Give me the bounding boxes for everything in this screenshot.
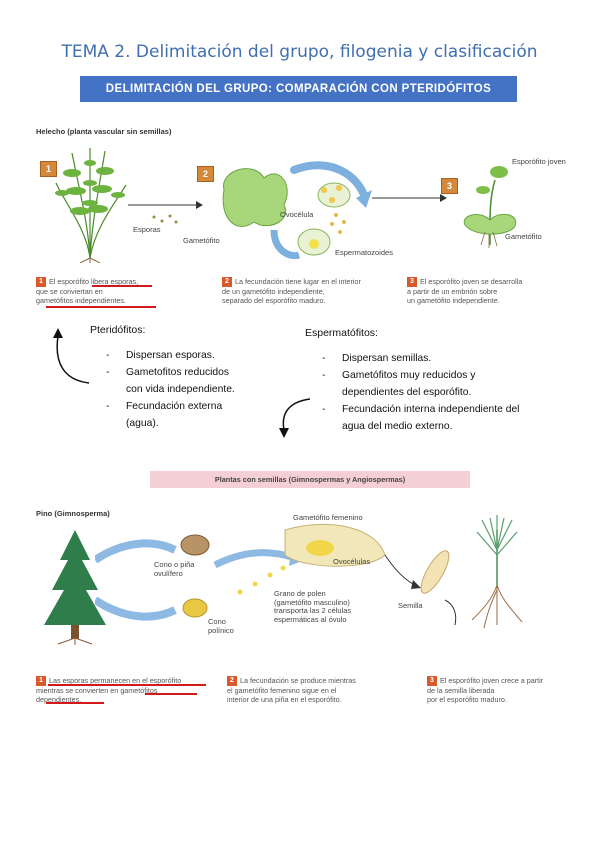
fern-arrow-2 bbox=[372, 194, 447, 202]
page-title: TEMA 2. Delimitación del grupo, filogeni… bbox=[61, 42, 538, 62]
caption-number-1: 1 bbox=[36, 676, 46, 686]
gametophyte-illustration bbox=[222, 161, 372, 260]
fern-arrow-1 bbox=[128, 201, 203, 209]
pteridofitos-list: Dispersan esporas. Gametofitos reducidos… bbox=[106, 347, 276, 432]
list-item: Fecundación interna independiente delagu… bbox=[322, 401, 582, 435]
label-esporofito-joven: Esporófito joven bbox=[512, 157, 566, 166]
underline-dependientes bbox=[46, 702, 104, 704]
fern-heading: Helecho (planta vascular sin semillas) bbox=[36, 127, 172, 136]
list-item: Fecundación externa(agua). bbox=[106, 398, 276, 432]
young-sporophyte-illustration bbox=[463, 166, 517, 248]
pine-heading: Pino (Gimnosperma) bbox=[36, 509, 110, 518]
caption-number-3: 3 bbox=[427, 676, 437, 686]
espermatofitos-list: Dispersan semillas. Gametófitos muy redu… bbox=[322, 350, 582, 435]
caption-number-1: 1 bbox=[36, 277, 46, 287]
label-semilla: Semilla bbox=[398, 601, 423, 610]
underline-gametofitos-independientes bbox=[46, 306, 156, 308]
underline-esporas-permanecen bbox=[48, 684, 206, 686]
curved-arrow-down bbox=[279, 398, 311, 438]
fern-plant-illustration bbox=[55, 148, 127, 263]
label-ovocelula: Ovocélula bbox=[280, 210, 314, 219]
fern-step-1-badge: 1 bbox=[40, 161, 57, 177]
espermatofitos-title: Espermatófitos: bbox=[305, 327, 378, 339]
underline-gametofitos bbox=[145, 693, 197, 695]
pine-tree-illustration bbox=[44, 530, 106, 645]
caption-number-3: 3 bbox=[407, 277, 417, 287]
list-item: Gametófitos muy reducidos ydependientes … bbox=[322, 367, 582, 401]
caption-number-2: 2 bbox=[227, 676, 237, 686]
label-espermatozoides: Espermatozoides bbox=[335, 248, 393, 257]
label-gametofito-femenino: Gametófito femenino bbox=[293, 513, 363, 522]
seed-plants-banner: Plantas con semillas (Gimnospermas y Ang… bbox=[150, 471, 470, 488]
list-item: Dispersan esporas. bbox=[106, 347, 276, 364]
underline-libera-esporas bbox=[92, 285, 152, 287]
fern-step-3-badge: 3 bbox=[441, 178, 458, 194]
young-pine-illustration bbox=[471, 515, 523, 629]
caption-number-2: 2 bbox=[222, 277, 232, 287]
pine-cycle-illustration bbox=[95, 523, 457, 626]
list-item: Dispersan semillas. bbox=[322, 350, 582, 367]
label-gametofito: Gametófito bbox=[183, 236, 220, 245]
label-gametofito-right: Gametófito bbox=[505, 232, 542, 241]
label-grano-polen: Grano de polen(gametófito masculino)tran… bbox=[274, 589, 352, 624]
label-ovocelulas: Ovocélulas bbox=[333, 557, 371, 566]
spore-dots bbox=[152, 214, 178, 224]
label-esporas: Esporas bbox=[133, 225, 161, 234]
fern-step-2-badge: 2 bbox=[197, 166, 214, 182]
pteridofitos-title: Pteridófitos: bbox=[90, 324, 146, 336]
curved-arrow-up bbox=[53, 328, 90, 384]
section-banner: DELIMITACIÓN DEL GRUPO: COMPARACIÓN CON … bbox=[80, 76, 517, 102]
